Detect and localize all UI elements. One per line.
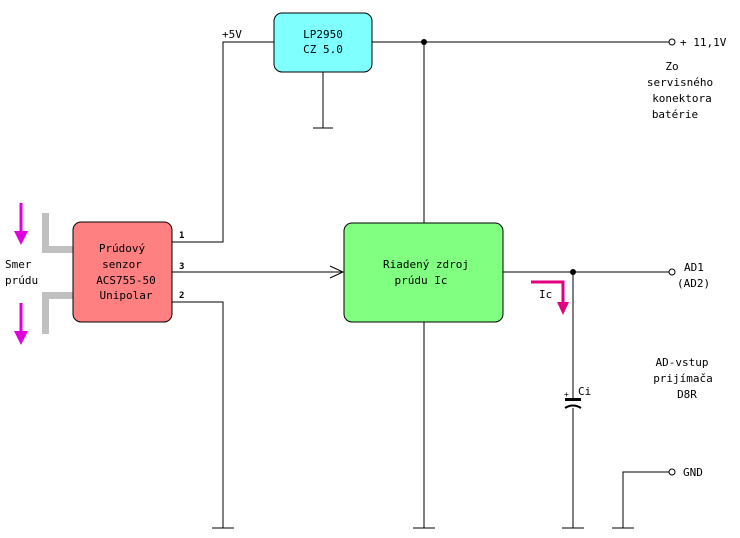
sensor-line2: senzor — [102, 258, 142, 271]
supply-note-line4: batérie — [652, 108, 698, 121]
wires — [172, 41, 669, 529]
source-line1: Riadený zdroj — [383, 258, 469, 271]
supply-note-line3: konektora — [652, 92, 712, 105]
ic-arrow: Ic — [531, 280, 569, 315]
capacitor-ci: + Ci — [564, 385, 591, 409]
source-line2: prúdu Ic — [395, 274, 448, 287]
ad1-terminal — [668, 268, 676, 276]
sensor-line4: Unipolar — [100, 289, 153, 302]
receiver-line2: prijímača — [653, 372, 713, 385]
regulator-line1: LP2950 — [303, 28, 343, 41]
current-dir-line2: prúdu — [5, 274, 38, 287]
sensor-pin-2: 2 — [179, 291, 184, 301]
ic-label: Ic — [539, 288, 552, 301]
conductor-bars — [42, 213, 74, 334]
gnd-terminal — [668, 468, 676, 476]
junction-dot-output — [570, 269, 576, 275]
receiver-line1: AD-vstup — [656, 356, 709, 369]
supply-label: + 11,1V — [680, 36, 727, 49]
regulator-lp2950: LP2950 CZ 5.0 — [273, 12, 373, 73]
current-sensor: Prúdový senzor ACS755-50 Unipolar 1 3 2 — [72, 221, 184, 323]
capacitor-label: Ci — [578, 385, 591, 398]
junction-dot-supply — [421, 39, 427, 45]
supply-note-line1: Zo — [665, 60, 678, 73]
sensor-pin-1: 1 — [179, 231, 184, 241]
ad1-label: AD1 — [684, 261, 704, 274]
sensor-line3: ACS755-50 — [96, 274, 156, 287]
ad2-label: (AD2) — [677, 277, 710, 290]
receiver-note: AD-vstup prijímača D8R — [653, 356, 713, 401]
receiver-line3: D8R — [677, 388, 697, 401]
capacitor-polarity: + — [564, 390, 569, 399]
supply-terminal — [668, 38, 676, 46]
controlled-current-source: Riadený zdroj prúdu Ic — [343, 222, 504, 323]
regulator-line2: CZ 5.0 — [303, 43, 343, 56]
rail-5v-label: +5V — [222, 28, 242, 41]
sensor-line1: Prúdový — [99, 242, 146, 255]
current-direction-arrows — [14, 203, 28, 345]
current-dir-line1: Smer — [5, 258, 32, 271]
supply-note: Zo servisného konektora batérie — [647, 60, 713, 121]
gnd-label: GND — [683, 466, 703, 479]
sensor-pin-3: 3 — [179, 262, 184, 272]
supply-note-line2: servisného — [647, 76, 713, 89]
